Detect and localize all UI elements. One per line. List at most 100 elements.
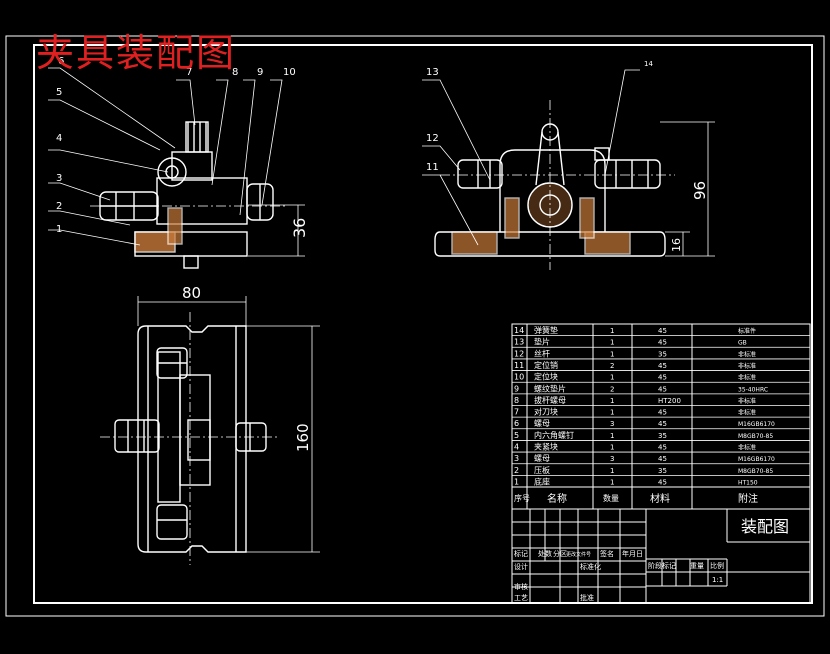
bom-cell-qty: 1: [610, 444, 614, 452]
balloon-6: 6: [58, 56, 64, 67]
dim-36: 36: [290, 218, 309, 238]
dim-96: 96: [691, 181, 709, 200]
bom-cell-name: 弹簧垫: [534, 325, 558, 335]
bom-cell-material: 45: [658, 420, 667, 428]
bom-cell-note: 标准件: [738, 327, 756, 335]
bom-header-material: 材料: [650, 492, 670, 505]
bom-cell-note: 非标准: [738, 374, 756, 382]
bom-cell-material: 35: [658, 467, 667, 475]
bom-cell-name: 螺纹垫片: [534, 383, 566, 393]
tb-label-stage: 阶段标记: [648, 561, 676, 570]
balloon-10: 10: [283, 67, 296, 78]
bom-cell-no: 3: [514, 454, 519, 463]
bom-cell-name: 定位块: [534, 372, 558, 382]
tb-mark-4: 签名: [600, 549, 614, 558]
bom-cell-qty: 1: [610, 339, 614, 347]
tb-mark-1: 处数: [538, 549, 552, 558]
balloon-3: 3: [56, 173, 62, 184]
bom-cell-qty: 1: [610, 374, 614, 382]
bom-cell-qty: 2: [610, 385, 614, 393]
bom-cell-note: 非标准: [738, 409, 756, 417]
bom-cell-no: 7: [514, 408, 519, 417]
bom-cell-no: 2: [514, 466, 519, 475]
bom-cell-material: 45: [658, 362, 667, 370]
balloon-1: 1: [56, 224, 62, 235]
dim-16: 16: [670, 238, 683, 252]
balloon-12: 12: [426, 133, 439, 144]
title-block: [511, 508, 811, 604]
side-balloons: 13 12 11 14: [426, 60, 653, 173]
bom-cell-qty: 1: [610, 397, 614, 405]
side-view: [434, 100, 715, 270]
bom-header: 序号 名称 数量 材料 附注: [514, 492, 758, 505]
bom-cell-name: 对刀块: [534, 407, 558, 417]
bom-cell-name: 底座: [534, 476, 550, 486]
balloon-5: 5: [56, 87, 62, 98]
bom-cell-no: 5: [514, 431, 519, 440]
bom-cell-name: 螺母: [534, 453, 550, 463]
bom-cell-material: 45: [658, 374, 667, 382]
bom-cell-material: 35: [658, 350, 667, 358]
bom-cell-note: 非标准: [738, 444, 756, 452]
bom-cell-no: 11: [514, 361, 524, 370]
inner-frame: [33, 44, 813, 604]
balloon-8: 8: [232, 67, 238, 78]
bom-cell-qty: 2: [610, 362, 614, 370]
bom-cell-name: 螺母: [534, 418, 550, 428]
balloon-4: 4: [56, 133, 62, 144]
tb-mark-2: 分区: [553, 549, 567, 558]
bom-cell-material: 35: [658, 432, 667, 440]
tb-label-review: 审核: [514, 582, 528, 591]
top-view: [100, 296, 320, 565]
bom-cell-name: 丝杆: [534, 348, 550, 358]
bom-cell-no: 10: [514, 373, 524, 382]
tb-label-scale: 比例: [710, 561, 724, 570]
dim-160: 160: [294, 423, 312, 452]
bom-cell-material: 45: [658, 327, 667, 335]
bom-cell-qty: 1: [610, 327, 614, 335]
bom-header-name: 名称: [547, 492, 567, 505]
bom-cell-no: 4: [514, 443, 519, 452]
bom-cell-name: 拔杆螺母: [534, 395, 566, 405]
bom-cell-no: 12: [514, 349, 524, 358]
bom-cell-material: 45: [658, 444, 667, 452]
bom-cell-material: 45: [658, 455, 667, 463]
bom-cell-no: 9: [514, 384, 519, 393]
bom-cell-qty: 1: [610, 478, 614, 486]
side-leaders: [422, 69, 640, 246]
bom-cell-note: M8GB70-85: [738, 433, 773, 440]
tb-label-design: 设计: [514, 562, 528, 571]
bom-cell-no: 14: [514, 326, 524, 335]
bom-cell-name: 内六角螺钉: [534, 430, 574, 440]
dim-80: 80: [182, 284, 201, 302]
bom-cell-note: 非标准: [738, 350, 756, 358]
bom-cell-note: 35-40HRC: [738, 386, 768, 393]
bom-cell-no: 8: [514, 396, 519, 405]
bom-cell-no: 1: [514, 477, 519, 486]
bom-cell-material: 45: [658, 409, 667, 417]
balloon-7: 7: [186, 67, 192, 78]
bom-cell-name: 垫片: [534, 337, 550, 347]
bom-cell-note: HT150: [738, 479, 758, 486]
front-leaders: [48, 67, 283, 246]
bom-cell-note: M8GB70-85: [738, 468, 773, 475]
bom-cell-material: 45: [658, 478, 667, 486]
balloon-11: 11: [426, 162, 439, 173]
tb-mark-0: 标记: [514, 549, 528, 558]
bom-cell-name: 压板: [534, 465, 550, 475]
tb-mark-3: 更改文件号: [566, 551, 591, 558]
balloon-9: 9: [257, 67, 263, 78]
bom-cell-note: GB: [738, 340, 747, 347]
bom-cell-material: HT200: [658, 397, 681, 405]
front-balloons: 1 2 3 4 5 6 7 8 9 10: [56, 56, 296, 235]
bom-cell-note: 非标准: [738, 362, 756, 370]
bom-cell-qty: 1: [610, 409, 614, 417]
bom-header-note: 附注: [738, 492, 758, 505]
bom-cell-qty: 1: [610, 350, 614, 358]
bom-cell-name: 夹紧块: [534, 442, 558, 452]
balloon-2: 2: [56, 201, 62, 212]
balloon-14: 14: [644, 60, 653, 68]
bom-cell-note: 非标准: [738, 397, 756, 405]
balloon-13: 13: [426, 67, 439, 78]
